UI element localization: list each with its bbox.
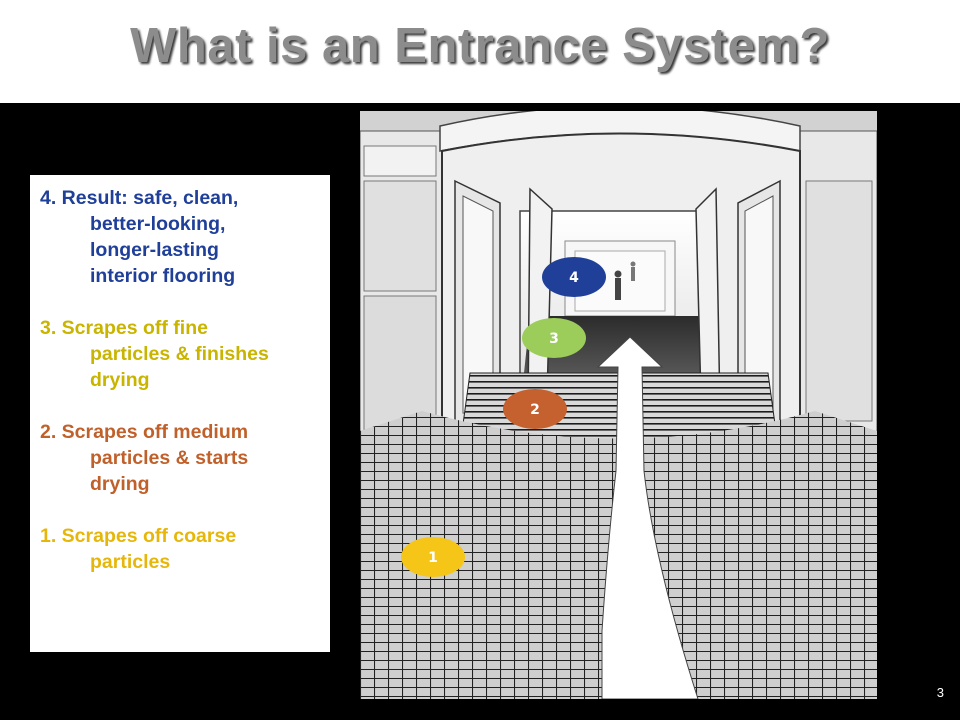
entrance-drawing: 4 3 2 1	[360, 111, 877, 699]
legend-box: 4. Result: safe, clean, better-looking, …	[30, 175, 330, 652]
badge-1: 1	[401, 537, 465, 577]
legend-line: 4. Result: safe, clean,	[40, 187, 239, 209]
badge-3-label: 3	[549, 331, 559, 347]
legend-line: particles	[90, 551, 171, 573]
badge-4: 4	[542, 257, 606, 297]
legend-line: interior flooring	[90, 265, 236, 287]
title-bar: What is an Entrance System?	[0, 0, 960, 103]
slide-title: What is an Entrance System?	[130, 19, 830, 73]
page-number: 3	[936, 685, 944, 700]
badge-3: 3	[522, 318, 586, 358]
legend-item-2: 2. Scrapes off medium particles & starts…	[40, 419, 320, 497]
badge-1-label: 1	[428, 550, 438, 566]
legend-line: particles & finishes	[90, 343, 269, 365]
legend-item-4: 4. Result: safe, clean, better-looking, …	[40, 185, 320, 289]
legend-line: particles & starts	[90, 447, 249, 469]
legend-line: drying	[90, 369, 150, 391]
legend-line: 3. Scrapes off fine	[40, 317, 208, 339]
legend-line: longer-lasting	[90, 239, 219, 261]
legend-item-1: 1. Scrapes off coarse particles	[40, 523, 320, 575]
legend-line: drying	[90, 473, 150, 495]
badge-4-label: 4	[569, 270, 579, 286]
badge-2-label: 2	[530, 402, 540, 418]
legend-line: 2. Scrapes off medium	[40, 421, 249, 443]
person-icon	[614, 261, 636, 300]
badge-2: 2	[503, 389, 567, 429]
entrance-illustration: 4 3 2 1	[360, 111, 877, 699]
legend-line: 1. Scrapes off coarse	[40, 525, 237, 547]
legend-line: better-looking,	[90, 213, 226, 235]
legend-item-3: 3. Scrapes off fine particles & finishes…	[40, 315, 320, 393]
